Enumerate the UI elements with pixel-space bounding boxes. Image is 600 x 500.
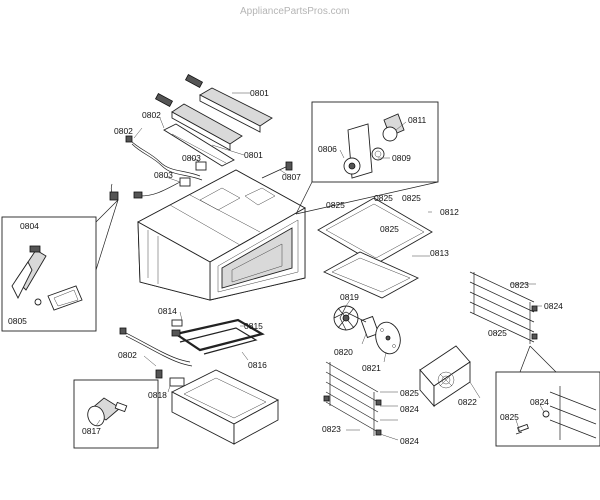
label-0806: 0806 [318, 144, 337, 154]
label-0805: 0805 [8, 316, 27, 326]
fan-motor [357, 315, 380, 339]
label-0824-c: 0824 [400, 436, 419, 446]
insulation-panel [322, 251, 420, 299]
heater-element-lower [154, 93, 243, 151]
label-0814: 0814 [158, 306, 177, 316]
label-0825-d: 0825 [402, 193, 421, 203]
label-0812: 0812 [440, 207, 459, 217]
label-0825-e: 0825 [488, 328, 507, 338]
label-0801-a: 0801 [250, 88, 269, 98]
label-0824-a: 0824 [544, 301, 563, 311]
label-0825-c: 0825 [380, 224, 399, 234]
rack-support-left [323, 361, 382, 436]
label-0803-a: 0803 [182, 153, 201, 163]
terminal-block [171, 319, 183, 327]
label-0804: 0804 [20, 221, 39, 231]
label-0807: 0807 [282, 172, 301, 182]
label-0817: 0817 [82, 426, 101, 436]
label-0825-f: 0825 [400, 388, 419, 398]
element-switch [155, 369, 185, 387]
fan-mount-plate [375, 321, 401, 355]
sensor-bracket [109, 161, 207, 201]
label-0823-b: 0823 [322, 424, 341, 434]
label-0813: 0813 [430, 248, 449, 258]
label-0802-b: 0802 [114, 126, 133, 136]
label-0824-b: 0824 [400, 404, 419, 414]
label-0825-b: 0825 [374, 193, 393, 203]
label-0809: 0809 [392, 153, 411, 163]
bake-element [171, 318, 265, 355]
inset-box-motor [295, 101, 439, 215]
label-0802-a: 0802 [142, 110, 161, 120]
fan-cover [419, 345, 471, 408]
label-0824-d: 0824 [530, 397, 549, 407]
inset-box-door-lock [1, 199, 119, 332]
oven-cavity [137, 169, 306, 301]
bottom-pan [171, 369, 279, 445]
leader-lines [95, 92, 545, 441]
label-0823-a: 0823 [510, 280, 529, 290]
inset-box-element-connector [73, 379, 159, 449]
inset-box-rack-screw [495, 345, 600, 447]
label-0801-b: 0801 [244, 150, 263, 160]
label-0825-g: 0825 [500, 412, 519, 422]
watermark-text: AppliancePartsPros.com [240, 6, 350, 17]
label-0818: 0818 [148, 390, 167, 400]
label-0820: 0820 [334, 347, 353, 357]
part-labels: 0801 0801 0802 0802 0802 0803 0803 0804 … [8, 88, 563, 446]
label-0811: 0811 [408, 115, 427, 125]
label-0816: 0816 [248, 360, 267, 370]
wire-harness-bottom [119, 327, 193, 367]
heater-element-upper [184, 74, 273, 133]
label-0819: 0819 [340, 292, 359, 302]
temp-probe [261, 161, 293, 179]
convection-fan [333, 305, 359, 331]
wire-harness-top [125, 135, 203, 181]
top-panel [317, 197, 433, 265]
rack-support-right [469, 271, 538, 344]
label-0815: 0815 [244, 321, 263, 331]
label-0802-c: 0802 [118, 350, 137, 360]
heater-bracket [163, 123, 235, 167]
label-0803-b: 0803 [154, 170, 173, 180]
label-0822: 0822 [458, 397, 477, 407]
label-0821: 0821 [362, 363, 381, 373]
label-0825-a: 0825 [326, 200, 345, 210]
